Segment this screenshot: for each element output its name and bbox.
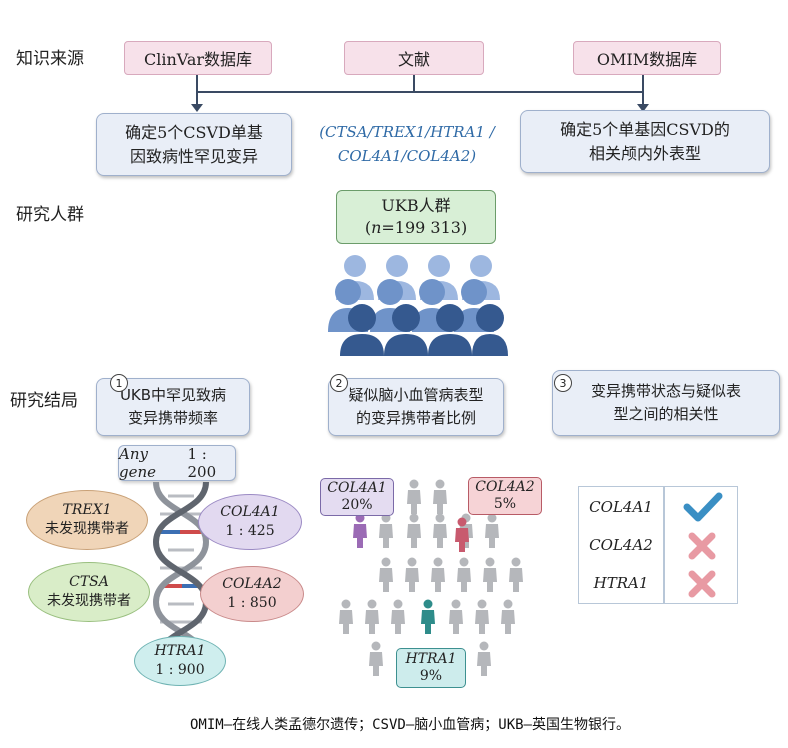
result-number-2: 2: [330, 374, 348, 392]
proportion-col4a1-gene: COL4A1: [327, 480, 387, 496]
derived-phenotypes-box: 确定5个单基因CSVD的 相关颅内外表型: [520, 110, 770, 173]
result-number-1: 1: [110, 374, 128, 392]
section-label-results: 研究结局: [10, 391, 78, 411]
ellipse-col4a2: COL4A2 1 : 850: [200, 566, 304, 622]
dna-helix-icon: [152, 482, 210, 663]
cross-icon: [688, 570, 716, 598]
result-1-line1: UKB中罕见致病: [119, 386, 227, 404]
section-label-knowledge: 知识来源: [16, 49, 84, 69]
ukb-cohort-box: UKB人群 (n=199 313): [336, 190, 496, 244]
htra1-ratio: 1 : 900: [155, 662, 205, 678]
result-2-line2: 的变异携带者比例: [355, 409, 476, 427]
result-1-line2: 变异携带频率: [127, 409, 218, 427]
source-connectors: [191, 73, 649, 112]
derived-variants-line1: 确定5个CSVD单基: [125, 122, 263, 142]
result-2-line1: 疑似脑小血管病表型: [348, 386, 484, 404]
result-3-line1: 变异携带状态与疑似表: [590, 382, 741, 400]
check-icon: [683, 492, 723, 522]
proportion-col4a2-pct: 5%: [493, 496, 517, 512]
proportion-col4a1: COL4A1 20%: [320, 478, 394, 516]
gene-list-line2: COL4A1/COL4A2): [337, 147, 477, 165]
any-gene-label: Any gene: [119, 445, 157, 481]
col4a2-ratio: 1 : 850: [227, 595, 277, 611]
derived-phenotypes-line2: 相关颅内外表型: [588, 143, 701, 163]
proportion-col4a2: COL4A2 5%: [468, 477, 542, 515]
result-box-2: 疑似脑小血管病表型 的变异携带者比例: [328, 378, 504, 436]
trex1-gene: TREX1: [62, 502, 112, 518]
trex1-text: 未发现携带者: [45, 521, 129, 537]
proportion-htra1: HTRA1 9%: [396, 648, 466, 688]
ellipse-col4a1: COL4A1 1 : 425: [198, 494, 302, 550]
proportion-htra1-gene: HTRA1: [405, 651, 457, 667]
proportion-htra1-pct: 9%: [419, 668, 443, 684]
derived-phenotypes-line1: 确定5个单基因CSVD的: [560, 119, 730, 139]
result-3-line2: 型之间的相关性: [613, 405, 719, 423]
table-divider: [663, 487, 665, 603]
col4a1-gene: COL4A1: [220, 504, 280, 520]
people-group-icon: [328, 255, 508, 356]
col4a1-ratio: 1 : 425: [225, 523, 275, 539]
any-gene-ratio: 1 : 200: [187, 445, 217, 481]
cross-icon: [688, 532, 716, 560]
source-literature: 文献: [344, 41, 484, 75]
gene-list-line1: (CTSA/TREX1/HTRA1 /: [319, 123, 495, 141]
htra1-gene: HTRA1: [154, 643, 206, 659]
ellipse-htra1: HTRA1 1 : 900: [134, 636, 226, 686]
derived-variants-line2: 因致病性罕见变异: [129, 146, 258, 166]
proportion-col4a1-pct: 20%: [341, 497, 373, 513]
ukb-cohort-n: (n=199 313): [364, 218, 468, 237]
association-table: COL4A1 COL4A2 HTRA1: [578, 486, 738, 604]
source-omim: OMIM数据库: [573, 41, 721, 75]
ukb-cohort-title: UKB人群: [381, 196, 451, 215]
ctsa-gene: CTSA: [69, 574, 109, 590]
result-number-3: 3: [554, 374, 572, 392]
result-box-3: 变异携带状态与疑似表 型之间的相关性: [552, 370, 780, 436]
derived-variants-box: 确定5个CSVD单基 因致病性罕见变异: [96, 113, 292, 176]
col4a2-gene: COL4A2: [222, 576, 282, 592]
source-clinvar: ClinVar数据库: [124, 41, 272, 75]
table-gene-col4a1: COL4A1: [589, 498, 653, 516]
table-gene-htra1: HTRA1: [593, 574, 649, 592]
any-gene-box: Any gene 1 : 200: [118, 445, 236, 481]
section-label-population: 研究人群: [16, 205, 84, 225]
ellipse-trex1: TREX1 未发现携带者: [26, 490, 148, 550]
figure-caption: OMIM—在线人类孟德尔遗传；CSVD—脑小血管病；UKB—英国生物银行。: [189, 717, 630, 733]
ctsa-text: 未发现携带者: [47, 593, 131, 609]
ellipse-ctsa: CTSA 未发现携带者: [28, 562, 150, 622]
table-gene-col4a2: COL4A2: [589, 536, 653, 554]
proportion-col4a2-gene: COL4A2: [475, 479, 535, 495]
gene-list: (CTSA/TREX1/HTRA1 / COL4A1/COL4A2): [300, 120, 514, 168]
